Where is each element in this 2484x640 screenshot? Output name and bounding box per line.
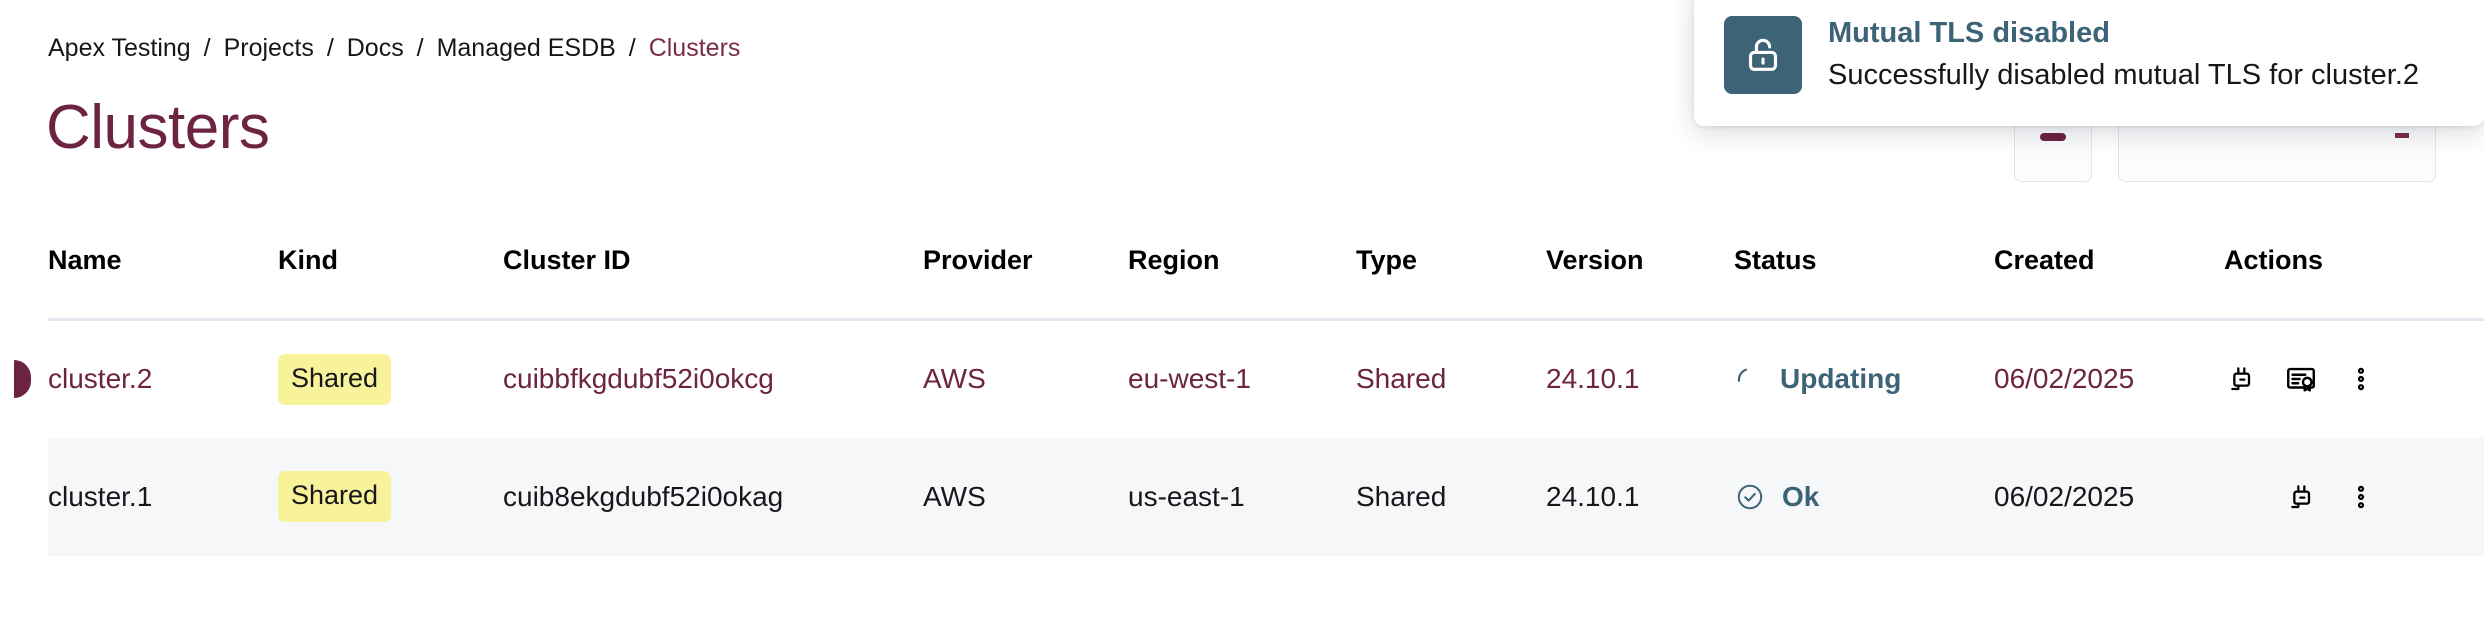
- cell-actions: [2224, 320, 2484, 438]
- spinner-icon: [1737, 368, 1748, 383]
- page-title: Clusters: [46, 93, 270, 162]
- cell-status: Updating: [1734, 320, 1994, 438]
- cell-kind: Shared: [278, 320, 503, 438]
- cell-created: 06/02/2025: [1994, 480, 2135, 512]
- column-header-status[interactable]: Status: [1734, 245, 1817, 275]
- table-row[interactable]: cluster.2 Shared cuibbfkgdubf52i0okcg AW…: [14, 319, 2484, 438]
- unlock-icon: [1724, 16, 1802, 94]
- table-header: Name Kind Cluster ID Provider Region Typ…: [48, 245, 2484, 320]
- breadcrumb-separator: /: [203, 34, 211, 62]
- breadcrumb-item-projects[interactable]: Projects: [223, 34, 314, 62]
- chevron-down-icon: [2395, 132, 2409, 138]
- cell-version: 24.10.1: [1546, 363, 1640, 395]
- cluster-name-link[interactable]: cluster.2: [48, 363, 153, 395]
- toast-notification[interactable]: Mutual TLS disabled Successfully disable…: [1694, 0, 2484, 126]
- cell-type: Shared: [1356, 363, 1447, 395]
- breadcrumb-item-apex-testing[interactable]: Apex Testing: [48, 34, 191, 62]
- breadcrumb-item-docs[interactable]: Docs: [346, 34, 404, 62]
- cell-name[interactable]: cluster.2: [14, 320, 278, 438]
- row-selected-indicator: [14, 360, 31, 399]
- status-text: Updating: [1780, 363, 1902, 395]
- column-header-type[interactable]: Type: [1356, 245, 1418, 275]
- cell-actions: [2224, 438, 2484, 556]
- cell-provider: AWS: [923, 480, 986, 512]
- cell-cluster-id[interactable]: cuib8ekgdubf52i0okag: [503, 480, 784, 512]
- toast-message: Successfully disabled mutual TLS for clu…: [1828, 59, 2420, 91]
- connect-plug-icon[interactable]: [2284, 480, 2318, 514]
- breadcrumb-separator: /: [628, 34, 636, 62]
- column-header-kind[interactable]: Kind: [278, 245, 338, 275]
- column-header-version[interactable]: Version: [1546, 245, 1644, 275]
- breadcrumb-item-clusters[interactable]: Clusters: [648, 34, 741, 62]
- breadcrumb-separator: /: [416, 34, 424, 62]
- kind-badge: Shared: [278, 353, 392, 405]
- toast-body: Mutual TLS disabled Successfully disable…: [1828, 12, 2419, 96]
- cluster-name-link[interactable]: cluster.1: [48, 480, 153, 512]
- cell-status: Ok: [1734, 438, 1994, 556]
- cell-cluster-id[interactable]: cuibbfkgdubf52i0okcg: [503, 363, 774, 395]
- status-text: Ok: [1782, 480, 1820, 512]
- clusters-table-container: Name Kind Cluster ID Provider Region Typ…: [14, 245, 2484, 556]
- cell-region: eu-west-1: [1128, 363, 1251, 395]
- cell-kind: Shared: [278, 438, 503, 556]
- page-actions-toolbar: [2014, 118, 2436, 182]
- connect-plug-icon[interactable]: [2224, 362, 2258, 396]
- table-body: cluster.2 Shared cuibbfkgdubf52i0okcg AW…: [14, 319, 2484, 556]
- cell-region: us-east-1: [1128, 480, 1245, 512]
- column-header-actions: Actions: [2224, 245, 2324, 275]
- breadcrumb-separator: /: [326, 34, 334, 62]
- clusters-table: Name Kind Cluster ID Provider Region Typ…: [14, 245, 2484, 556]
- column-header-provider[interactable]: Provider: [923, 245, 1033, 275]
- table-row[interactable]: cluster.1 Shared cuib8ekgdubf52i0okag AW…: [48, 437, 2484, 556]
- column-header-region[interactable]: Region: [1128, 245, 1220, 275]
- certificate-icon[interactable]: [2284, 362, 2318, 396]
- breadcrumb-item-managed-esdb[interactable]: Managed ESDB: [436, 34, 616, 62]
- refresh-icon: [2040, 133, 2066, 141]
- cell-provider: AWS: [923, 363, 986, 395]
- column-header-created[interactable]: Created: [1994, 245, 2095, 275]
- toast-title: Mutual TLS disabled: [1828, 17, 2110, 49]
- column-header-cluster-id[interactable]: Cluster ID: [503, 245, 631, 275]
- table-header-row: Name Kind Cluster ID Provider Region Typ…: [48, 245, 2484, 320]
- cell-name[interactable]: cluster.1: [48, 438, 278, 556]
- more-options-icon[interactable]: [2344, 362, 2378, 396]
- more-options-icon[interactable]: [2344, 480, 2378, 514]
- actions-spacer: [2224, 480, 2258, 514]
- refresh-button[interactable]: [2014, 118, 2092, 182]
- column-header-name[interactable]: Name: [48, 245, 122, 275]
- cell-created: 06/02/2025: [1994, 363, 2135, 395]
- kind-badge: Shared: [278, 471, 392, 522]
- create-cluster-button[interactable]: [2118, 118, 2436, 182]
- check-circle-icon: [1737, 484, 1763, 509]
- cell-version: 24.10.1: [1546, 480, 1640, 512]
- cell-type: Shared: [1356, 480, 1447, 512]
- breadcrumb: Apex Testing / Projects / Docs / Managed…: [48, 33, 740, 63]
